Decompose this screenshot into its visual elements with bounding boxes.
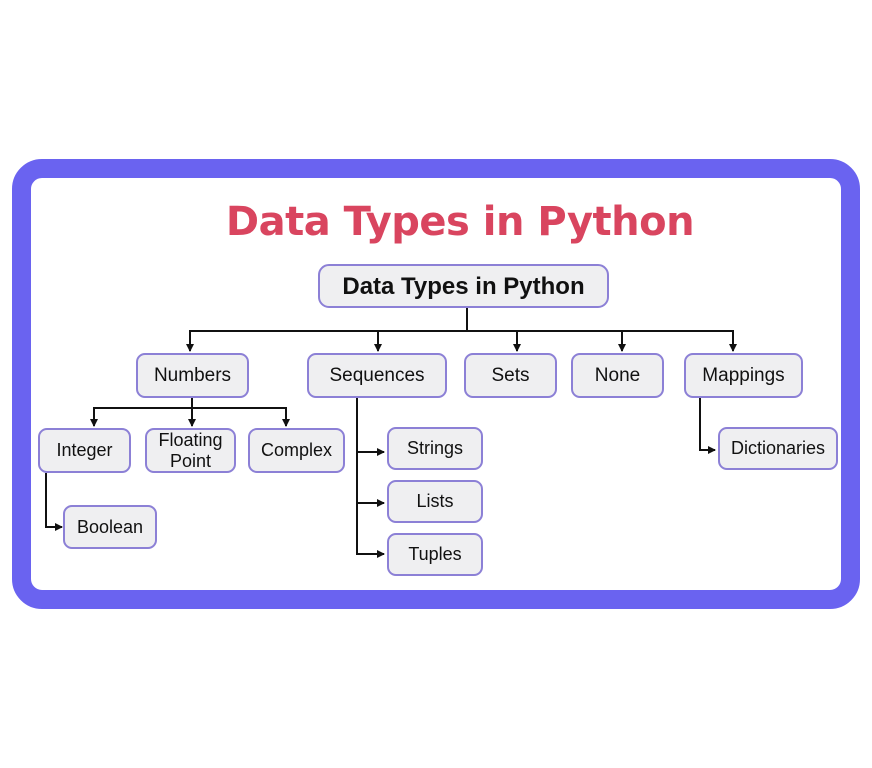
node-complex: Complex: [248, 428, 345, 473]
node-mappings-label: Mappings: [702, 365, 785, 386]
node-none-label: None: [594, 365, 641, 386]
node-strings: Strings: [387, 427, 483, 470]
node-boolean-label: Boolean: [76, 516, 144, 537]
node-floating-point-label: Floating Point: [158, 429, 223, 471]
node-tuples: Tuples: [387, 533, 483, 576]
node-complex-label: Complex: [260, 440, 333, 460]
node-numbers: Numbers: [136, 353, 249, 398]
root-node: Data Types in Python: [318, 264, 609, 308]
node-mappings: Mappings: [684, 353, 803, 398]
node-boolean: Boolean: [63, 505, 157, 549]
node-lists: Lists: [387, 480, 483, 523]
node-tuples-label: Tuples: [408, 544, 462, 564]
node-dictionaries: Dictionaries: [718, 427, 838, 470]
node-none: None: [571, 353, 664, 398]
node-integer-label: Integer: [56, 440, 113, 460]
node-sets: Sets: [464, 353, 557, 398]
node-integer: Integer: [38, 428, 131, 473]
node-lists-label: Lists: [416, 491, 454, 511]
node-sequences-label: Sequences: [329, 365, 425, 386]
node-strings-label: Strings: [406, 438, 464, 458]
node-dictionaries-label: Dictionaries: [730, 438, 826, 458]
node-numbers-label: Numbers: [153, 365, 232, 386]
node-sequences: Sequences: [307, 353, 447, 398]
root-node-label: Data Types in Python: [342, 272, 585, 300]
node-sets-label: Sets: [491, 365, 530, 386]
node-floating-point: Floating Point: [145, 428, 236, 473]
diagram-title: Data Types in Python: [225, 199, 695, 245]
